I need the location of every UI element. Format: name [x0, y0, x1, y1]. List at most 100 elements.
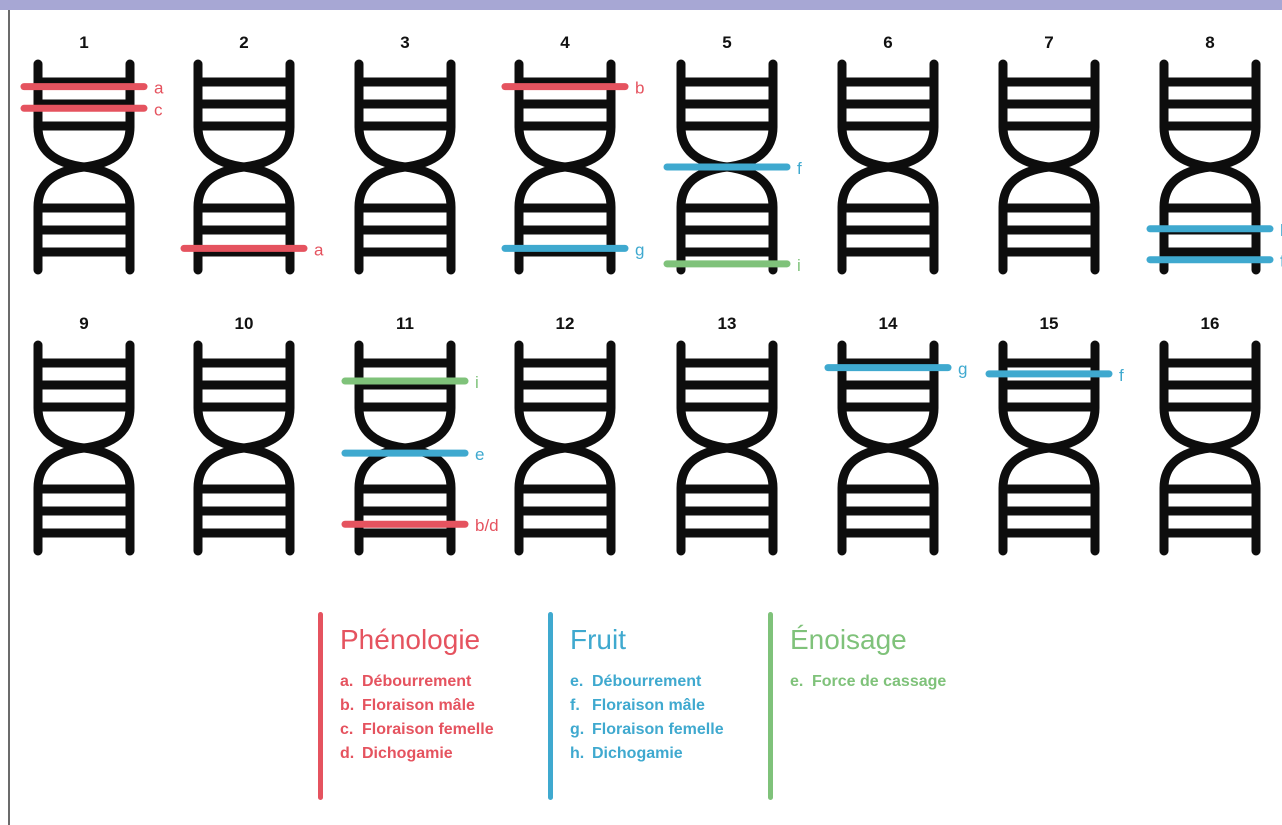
legend-item-label: Floraison mâle [362, 697, 475, 714]
legend-item: h. Dichogamie [570, 742, 724, 766]
chromosome-strands [514, 59, 616, 275]
chromosome-strands [998, 340, 1100, 556]
chromosome-strands [1159, 59, 1261, 275]
chromosome-strands [193, 59, 295, 275]
legend-item-key: h. [570, 745, 585, 762]
marker-label: b [635, 79, 644, 98]
chromosome-8: 8 hf [1146, 33, 1282, 275]
marker-label: i [797, 256, 801, 275]
legend-item-label: Floraison femelle [592, 721, 724, 738]
chromosome-4: 4 b g [501, 33, 644, 275]
chromosome-6: 6 [837, 33, 939, 275]
legend-item-key: d. [340, 745, 355, 762]
chromosome-strands [514, 340, 616, 556]
chromosome-strands [676, 340, 778, 556]
marker-label: a [314, 240, 324, 259]
legend-phenologie-bar [318, 612, 323, 800]
chromosome-strands [33, 340, 135, 556]
chromosome-2: 2a [180, 33, 324, 275]
chromosome-strands [998, 59, 1100, 275]
legend-item: b. Floraison mâle [340, 694, 494, 718]
chromosome-number: 6 [883, 33, 892, 52]
legend-item-key: c. [340, 721, 354, 738]
legend-phenologie-title: Phénologie [340, 624, 481, 655]
top-banner [0, 0, 1282, 10]
legend-enoisage-list: e. Force de cassage [790, 670, 946, 694]
marker-label: g [635, 240, 644, 259]
legend-item-key: f. [570, 697, 580, 714]
chromosome-10: 10 [193, 314, 295, 556]
marker-label: f [1119, 366, 1124, 385]
legend-item-label: Floraison mâle [592, 697, 705, 714]
chromosome-13: 13 [676, 314, 778, 556]
chromosome-3: 3 [354, 33, 456, 275]
legend-item: e. Débourrement [570, 670, 724, 694]
chromosome-number: 8 [1205, 33, 1214, 52]
legend-item-label: Dichogamie [592, 745, 683, 762]
legend-item-key: b. [340, 697, 355, 714]
chromosome-strands [837, 59, 939, 275]
chromosome-number: 5 [722, 33, 731, 52]
chromosome-strands [193, 340, 295, 556]
left-border [8, 10, 10, 825]
chromosome-number: 1 [79, 33, 88, 52]
legend-item: e. Force de cassage [790, 670, 946, 694]
marker-label: g [958, 360, 967, 379]
chromosome-number: 10 [235, 314, 254, 333]
chromosome-number: 2 [239, 33, 248, 52]
marker-label: c [154, 100, 163, 119]
legend-item-label: Débourrement [362, 673, 472, 690]
legend-item-label: Force de cassage [812, 673, 947, 690]
legend-item-label: Dichogamie [362, 745, 453, 762]
marker-label: a [154, 79, 164, 98]
chromosome-number: 15 [1040, 314, 1059, 333]
chromosome-12: 12 [514, 314, 616, 556]
chromosome-7: 7 [998, 33, 1100, 275]
legend-item: a. Débourrement [340, 670, 494, 694]
legend-item: g. Floraison femelle [570, 718, 724, 742]
chromosome-strands [837, 340, 939, 556]
marker-label: f [1280, 252, 1282, 271]
chromosome-11: 11 i e b/d [341, 314, 499, 556]
marker-label: e [475, 445, 484, 464]
chromosome-number: 12 [556, 314, 575, 333]
chromosome-number: 4 [560, 33, 570, 52]
legend-item-key: e. [570, 673, 584, 690]
marker-label: b/d [475, 516, 499, 535]
chromosome-9: 9 [33, 314, 135, 556]
legend-item: f. Floraison mâle [570, 694, 724, 718]
legend-enoisage-title: Énoisage [790, 624, 907, 655]
legend-item: d. Dichogamie [340, 742, 494, 766]
legend-item-key: a. [340, 673, 354, 690]
chromosome-5: 5 f i [663, 33, 802, 275]
chromosome-number: 13 [718, 314, 737, 333]
chromosome-1: 1 ac [20, 33, 164, 275]
legend-item: c. Floraison femelle [340, 718, 494, 742]
legend-item-label: Débourrement [592, 673, 702, 690]
legend-enoisage-bar [768, 612, 773, 800]
chromosome-number: 3 [400, 33, 409, 52]
chromosome-strands [354, 340, 456, 556]
marker-label: i [475, 373, 479, 392]
legend-fruit-title: Fruit [570, 624, 626, 655]
marker-label: h [1280, 221, 1282, 240]
chromosome-number: 9 [79, 314, 88, 333]
chromosome-strands [1159, 340, 1261, 556]
legend-item-key: g. [570, 721, 585, 738]
chromosome-16: 16 [1159, 314, 1261, 556]
chromosome-strands [354, 59, 456, 275]
chromosome-number: 11 [396, 314, 414, 333]
marker-label: f [797, 159, 802, 178]
legend-item-key: e. [790, 673, 804, 690]
legend-fruit-bar [548, 612, 553, 800]
chromosome-number: 14 [879, 314, 898, 333]
chromosome-strands [33, 59, 135, 275]
legend-item-label: Floraison femelle [362, 721, 494, 738]
chromosome-number: 16 [1201, 314, 1220, 333]
legend-fruit-list: e. Débourrement f. Floraison mâle g. Florai… [570, 670, 724, 766]
legend-phenologie-list: a. Débourrement b. Floraison mâle c. Florai… [340, 670, 494, 766]
chromosome-number: 7 [1044, 33, 1053, 52]
chromosome-15: 15 f [985, 314, 1124, 556]
chromosome-14: 14 g [824, 314, 967, 556]
